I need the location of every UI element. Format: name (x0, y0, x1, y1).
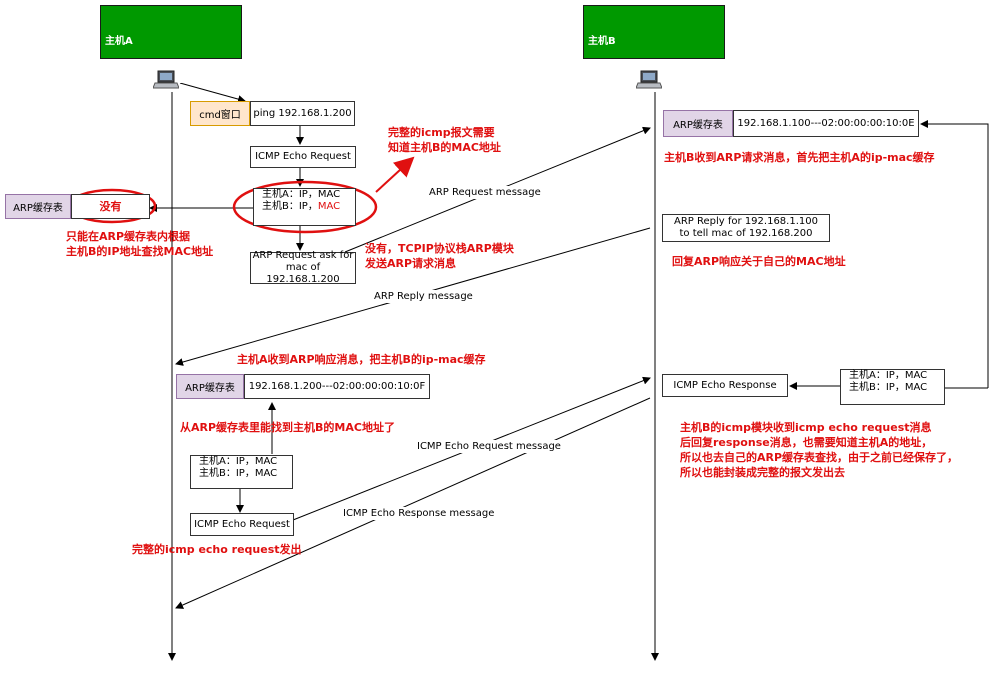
mac-info-a-line2: 主机B：IP，MAC (262, 201, 340, 213)
note-no-arp: 没有，TCPIP协议栈ARP模块 发送ARP请求消息 (365, 242, 514, 270)
mac-info-a-missing-mac: MAC (317, 201, 341, 212)
note-lookup: 只能在ARP缓存表内根据 主机B的IP地址查找MAC地址 (66, 230, 214, 258)
arp-cache-b-value: 192.168.1.100---02:00:00:00:10:0E (733, 110, 919, 137)
icmp-response-message-label: ICMP Echo Response message (341, 507, 497, 520)
ping-command: ping 192.168.1.200 (250, 101, 355, 126)
arp-request-box: ARP Request ask for mac of 192.168.1.200 (250, 250, 356, 285)
mac-info-a2-line1: 主机A：IP，MAC (199, 456, 278, 467)
note-b-cache: 主机B收到ARP请求消息，首先把主机A的ip-mac缓存 (664, 151, 935, 164)
host-a-name: 主机A (105, 36, 133, 47)
mac-info-b-line2: 主机B：IP，MAC (849, 382, 928, 393)
laptop-icon (636, 70, 662, 89)
mac-info-a2-line2: 主机B：IP，MAC (199, 468, 278, 479)
icmp-echo-response-box: ICMP Echo Response (662, 374, 788, 397)
host-b-name: 主机B (588, 36, 616, 47)
mac-info-a2: 主机A：IP，MAC 主机B：IP，MAC (190, 455, 293, 489)
arp-cache-b-label: ARP缓存表 (663, 110, 733, 137)
note-found: 从ARP缓存表里能找到主机B的MAC地址了 (180, 421, 395, 434)
arp-request-message-label: ARP Request message (427, 186, 543, 199)
arp-reply-box: ARP Reply for 192.168.1.100 to tell mac … (662, 214, 830, 242)
note-b-icmp: 主机B的icmp模块收到icmp echo request消息 后回复respo… (680, 421, 959, 479)
mac-info-b: 主机A：IP，MAC 主机B：IP，MAC (840, 369, 945, 405)
host-a-header: 主机A IP：192.168.1.100 MAC：02:00:00:00:10:… (100, 5, 243, 125)
icmp-echo-request2-box: ICMP Echo Request (190, 513, 294, 536)
highlight-mac-ellipse (232, 180, 378, 234)
note-need-mac: 完整的icmp报文需要 知道主机B的MAC地址 (388, 126, 501, 154)
mac-info-a-line1: 主机A：IP，MAC (262, 189, 341, 200)
cmd-window-label: cmd窗口 (190, 101, 250, 126)
arp-cache-a-label: ARP缓存表 (5, 194, 71, 219)
icmp-echo-request-box: ICMP Echo Request (250, 146, 356, 168)
arp-reply-message-label: ARP Reply message (372, 290, 475, 303)
host-b-header: 主机B IP：192.168.1.200 MAC：02:00:00:00:10:… (583, 5, 726, 125)
laptop-icon (153, 70, 179, 89)
note-b-reply: 回复ARP响应关于自己的MAC地址 (672, 255, 846, 268)
mac-info-b-line1: 主机A：IP，MAC (849, 370, 928, 381)
mac-info-a: 主机A：IP，MAC 主机B：IP，MAC (253, 188, 356, 226)
note-a-cache: 主机A收到ARP响应消息，把主机B的ip-mac缓存 (237, 353, 486, 366)
arp-cache-a2-value: 192.168.1.200---02:00:00:00:10:0F (244, 374, 430, 399)
host-b-ip: IP：192.168.1.200 (588, 75, 691, 86)
arp-cache-a-empty: 没有 (71, 194, 150, 219)
host-a-mac: MAC：02:00:00:00:10:0E (105, 114, 244, 125)
note-sent: 完整的icmp echo request发出 (132, 543, 302, 556)
icmp-request-message-label: ICMP Echo Request message (415, 440, 563, 453)
host-b-mac: MAC：02:00:00:00:10:0F (588, 114, 727, 125)
mac-info-a-line2-prefix: 主机B：IP， (262, 201, 318, 212)
arp-cache-a2-label: ARP缓存表 (176, 374, 244, 399)
host-a-ip: IP：192.168.1.100 (105, 75, 208, 86)
